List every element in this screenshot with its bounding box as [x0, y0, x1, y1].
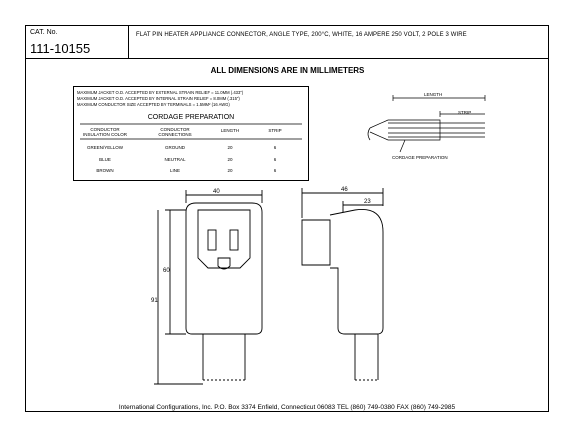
- cordage-note-2: MAXIMUM JACKET O.D. ACCEPTED BY INTERNAL…: [77, 96, 240, 101]
- dimension-note: ALL DIMENSIONS ARE IN MILLIMETERS: [210, 66, 365, 75]
- table-row-2-color: BLUE: [99, 157, 111, 162]
- col-header-connections: CONDUCTOR CONNECTIONS: [158, 127, 192, 137]
- dim-front-height-total: 91: [151, 298, 158, 304]
- table-row-2-length: 20: [227, 157, 233, 162]
- table-row-3-length: 20: [227, 168, 233, 173]
- length-label: LENGTH: [424, 92, 443, 97]
- table-row-3-strip: 6: [273, 168, 277, 173]
- front-view: [154, 190, 263, 385]
- side-view: [301, 188, 384, 381]
- title-block: [25, 25, 549, 59]
- product-title: FLAT PIN HEATER APPLIANCE CONNECTOR, ANG…: [136, 32, 467, 38]
- cat-label: CAT. No.: [30, 29, 58, 36]
- dim-side-inner: 23: [364, 199, 371, 205]
- cordage-note-3: MAXIMUM CONDUCTOR SIZE ACCEPTED BY TERMI…: [77, 102, 230, 107]
- dim-front-height-body: 60: [163, 268, 170, 274]
- table-row-3-conn: LINE: [169, 168, 180, 173]
- table-row-2-strip: 6: [273, 157, 277, 162]
- drawing-frame: [25, 25, 549, 412]
- col-header-length: LENGTH: [220, 128, 240, 133]
- cat-number: 111-10155: [30, 41, 91, 56]
- table-row-1-color: GREEN/YELLOW: [86, 145, 123, 150]
- table-row-2-conn: NEUTRAL: [164, 157, 186, 162]
- dim-front-width: 40: [213, 189, 220, 195]
- cordage-title: CORDAGE PREPARATION: [147, 114, 235, 121]
- cord-diagram-caption: CORDAGE PREPARATION: [392, 155, 448, 160]
- col-header-color: CONDUCTOR INSULATION COLOR: [83, 127, 127, 137]
- dim-side-width: 46: [341, 187, 348, 193]
- strip-label: STRIP: [458, 110, 472, 115]
- table-row-1-conn: GROUND: [165, 145, 185, 150]
- cat-number-cell: [25, 25, 129, 59]
- table-row-3-color: BROWN: [96, 168, 114, 173]
- cordage-note-1: MAXIMUM JACKET O.D. ACCEPTED BY EXTERNAL…: [77, 90, 244, 95]
- cordage-preparation-box: [73, 86, 309, 181]
- col-header-strip: STRIP: [268, 128, 282, 133]
- table-row-1-length: 20: [227, 145, 233, 150]
- footer-contact: International Configurations, Inc. P.O. …: [118, 404, 456, 411]
- cord-diagram: [367, 95, 486, 153]
- table-row-1-strip: 6: [273, 145, 277, 150]
